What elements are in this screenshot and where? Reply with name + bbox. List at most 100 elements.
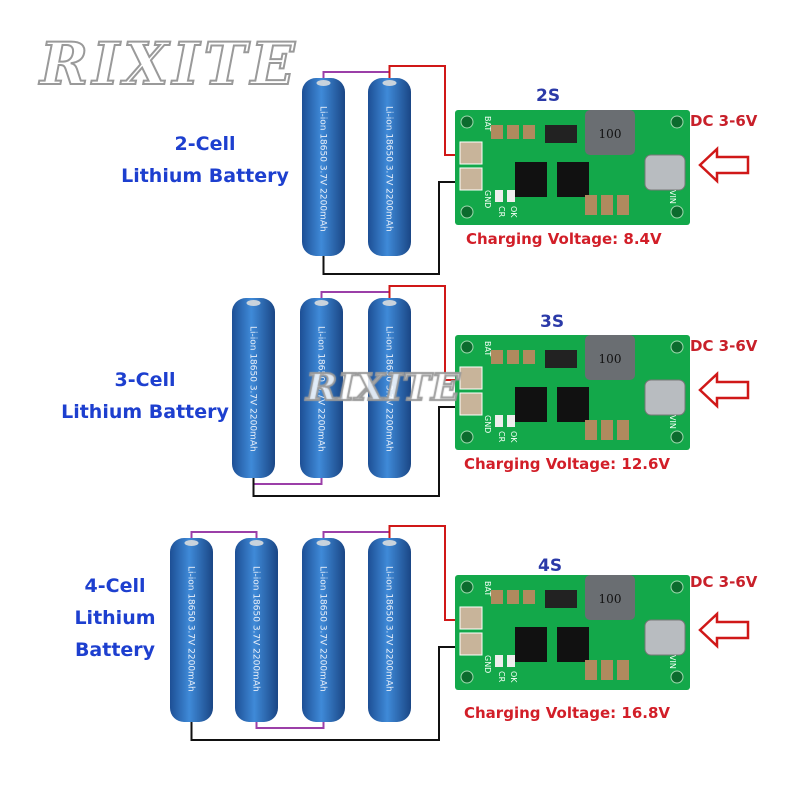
mount-hole <box>670 340 684 354</box>
capacitor <box>523 590 535 604</box>
mount-hole <box>670 580 684 594</box>
inductor-text: 100 <box>599 127 622 141</box>
charger-board: 100 <box>455 575 690 690</box>
battery-18650: Li-ion 18650 3.7V 2200mAh <box>235 538 278 722</box>
capacitor <box>491 590 503 604</box>
battery-label-text: Li-ion 18650 3.7V 2200mAh <box>318 566 328 692</box>
positive-wire <box>388 65 467 156</box>
pad-bat <box>459 606 483 630</box>
capacitor <box>507 125 519 139</box>
capacitor <box>601 195 613 215</box>
battery-terminal <box>316 80 331 86</box>
pin-vin-label: VIN <box>668 190 677 204</box>
label-line: 2-Cell <box>174 133 236 155</box>
led <box>495 655 503 667</box>
watermark-logo: RIXITE <box>39 29 299 99</box>
pin-ok-label: OK <box>509 431 518 443</box>
capacitor <box>491 125 503 139</box>
charging-voltage-3s: Charging Voltage: 12.6V <box>464 455 671 473</box>
battery-terminal <box>249 540 264 546</box>
mount-hole <box>460 670 474 684</box>
section-3s-label: 3-Cell Lithium Battery <box>50 364 240 428</box>
battery-label-text: Li-ion 18650 3.7V 2200mAh <box>186 566 196 692</box>
capacitor <box>601 420 613 440</box>
pin-bat-label: BAT <box>483 581 492 597</box>
battery-body <box>235 538 278 722</box>
pin-gnd-label: GND <box>483 415 492 434</box>
pin-ok-label: OK <box>509 671 518 683</box>
battery-label-text: Li-ion 18650 3.7V 2200mAh <box>251 566 261 692</box>
ground-wire <box>252 406 467 497</box>
inductor-text: 100 <box>599 352 622 366</box>
battery-body <box>302 78 345 256</box>
pin-cr-label: CR <box>497 206 506 218</box>
label-line: Lithium <box>74 607 156 629</box>
battery-18650: Li-ion 18650 3.7V 2200mAh <box>368 538 411 722</box>
inductor <box>585 110 635 155</box>
battery-terminal <box>382 540 397 546</box>
label-line: Lithium Battery <box>121 165 289 187</box>
series-3s: 3S <box>540 312 565 332</box>
pin-cr-label: CR <box>497 431 506 443</box>
capacitor <box>617 195 629 215</box>
mount-hole <box>460 580 474 594</box>
series-2s: 2S <box>536 86 561 106</box>
mount-hole <box>670 115 684 129</box>
battery-terminal <box>382 300 397 306</box>
pad-bat <box>459 141 483 165</box>
mount-hole <box>460 115 474 129</box>
led <box>507 655 515 667</box>
chip <box>515 627 547 662</box>
pin-gnd-label: GND <box>483 655 492 674</box>
pin-vin-label: VIN <box>668 655 677 669</box>
ground-wire <box>190 646 467 741</box>
capacitor <box>507 350 519 364</box>
diode <box>545 125 577 143</box>
battery-terminal <box>184 540 199 546</box>
usb-c-port <box>644 154 686 191</box>
diode <box>545 350 577 368</box>
chip <box>557 387 589 422</box>
battery-18650: Li-ion 18650 3.7V 2200mAh <box>232 298 275 478</box>
capacitor <box>585 420 597 440</box>
pin-cr-label: CR <box>497 671 506 683</box>
battery-18650: Li-ion 18650 3.7V 2200mAh <box>170 538 213 722</box>
battery-body <box>232 298 275 478</box>
chip <box>515 162 547 197</box>
pin-ok-label: OK <box>509 206 518 218</box>
inductor <box>585 575 635 620</box>
led <box>507 415 515 427</box>
mount-hole <box>460 205 474 219</box>
battery-label-text: Li-ion 18650 3.7V 2200mAh <box>248 326 258 452</box>
chip <box>557 627 589 662</box>
label-line: Lithium Battery <box>61 401 229 423</box>
capacitor <box>507 590 519 604</box>
section-4s-label: 4-Cell Lithium Battery <box>60 570 170 666</box>
battery-body <box>368 538 411 722</box>
input-arrow-icon <box>698 371 750 409</box>
battery-body <box>170 538 213 722</box>
input-arrow-icon <box>698 146 750 184</box>
pin-vin-label: VIN <box>668 415 677 429</box>
led <box>495 415 503 427</box>
capacitor <box>617 660 629 680</box>
input-voltage-2s: DC 3-6V <box>690 112 758 130</box>
label-line: 3-Cell <box>114 369 176 391</box>
pin-bat-label: BAT <box>483 116 492 132</box>
pad-gnd <box>459 167 483 191</box>
battery-body <box>368 78 411 256</box>
battery-label-text: Li-ion 18650 3.7V 2200mAh <box>384 566 394 692</box>
charging-voltage-2s: Charging Voltage: 8.4V <box>466 230 662 248</box>
capacitor <box>523 350 535 364</box>
pin-gnd-label: GND <box>483 190 492 209</box>
watermark-center <box>300 352 500 416</box>
battery-18650: Li-ion 18650 3.7V 2200mAh <box>368 78 411 256</box>
input-voltage-4s: DC 3-6V <box>690 573 758 591</box>
inductor-text: 100 <box>599 592 622 606</box>
diode <box>545 590 577 608</box>
battery-terminal <box>246 300 261 306</box>
label-line: 4-Cell <box>84 575 146 597</box>
battery-label-text: Li-ion 18650 3.7V 2200mAh <box>318 106 328 232</box>
capacitor <box>617 420 629 440</box>
